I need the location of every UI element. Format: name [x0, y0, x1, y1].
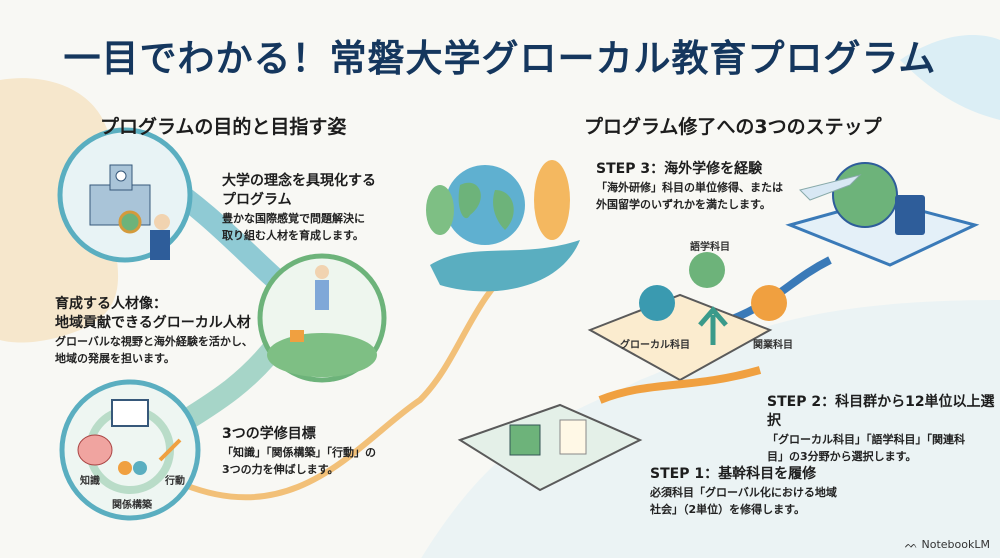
notebooklm-brand: ᨓ NotebookLM: [905, 538, 990, 552]
label-action: 行動: [165, 476, 185, 487]
step1-desc: 必須科目「グローバル化における地域: [650, 486, 837, 499]
label-language-subjects: 語学科目: [690, 242, 730, 253]
label-related-subjects: 関業科目: [753, 340, 793, 351]
label-glocal-subjects: グローカル科目: [620, 340, 690, 351]
talent-block: 育成する人材像： 地域貢献できるグローカル人材 グローバルな視野と海外経験を活か…: [55, 295, 253, 367]
step2-platform: [587, 252, 787, 382]
step3-platform: [785, 162, 980, 267]
purpose-block: 大学の理念を具現化する プログラム 豊かな国際感覚で問題解決に 取り組む人材を育…: [222, 172, 376, 244]
right-heading: プログラム修了への3つのステップ: [584, 116, 882, 138]
purpose-title-2: プログラム: [222, 192, 292, 208]
purpose-desc-2: 取り組む人材を育成します。: [222, 229, 364, 242]
step1-title: STEP 1：基幹科目を履修: [650, 466, 817, 482]
step1-platform: [457, 403, 643, 492]
page-title: 一目でわかる！常磐大学グローカル教育プログラム: [63, 37, 937, 80]
learning-goals-circle: [59, 379, 201, 521]
label-relationship: 関係構築: [112, 500, 152, 511]
step1-block: STEP 1：基幹科目を履修 必須科目「グローバル化における地域 社会」（2単位…: [650, 465, 837, 518]
purpose-title: 大学の理念を具現化する: [222, 173, 376, 189]
step3-desc: 「海外研修」科目の単位修得、または: [596, 181, 783, 194]
left-heading: プログラムの目的と目指す姿: [100, 116, 347, 138]
purpose-desc: 豊かな国際感覚で問題解決に: [222, 212, 365, 225]
goals-block: 3つの学修目標 「知識」「関係構築」「行動」の 3つの力を伸ばします。: [222, 425, 376, 478]
step2-desc: 「グローカル科目」「語学科目」「関連科: [767, 433, 965, 446]
walking-person-circle: [257, 253, 387, 383]
step3-title: STEP 3：海外学修を経験: [596, 161, 763, 177]
notebooklm-logo-icon: ᨓ: [904, 538, 922, 551]
step3-desc-2: 外国留学のいずれかを満たします。: [596, 198, 771, 211]
university-circle: [57, 127, 193, 263]
step2-title: STEP 2：科目群から12単位以上選択: [767, 394, 995, 429]
step2-block: STEP 2：科目群から12単位以上選択 「グローカル科目」「語学科目」「関連科…: [767, 393, 1000, 465]
talent-desc-2: 地域の発展を担います。: [55, 352, 175, 365]
goals-desc-2: 3つの力を伸ばします。: [222, 463, 339, 476]
step3-block: STEP 3：海外学修を経験 「海外研修」科目の単位修得、または 外国留学のいず…: [596, 160, 783, 213]
brand-label: NotebookLM: [921, 538, 990, 551]
globe-illustration: [426, 160, 580, 292]
step1-desc-2: 社会」（2単位）を修得します。: [650, 503, 806, 516]
goals-title: 3つの学修目標: [222, 426, 316, 442]
goals-desc: 「知識」「関係構築」「行動」の: [222, 446, 376, 459]
talent-desc: グローバルな視野と海外経験を活かし、: [55, 335, 253, 348]
talent-title-2: 地域貢献できるグローカル人材: [55, 315, 251, 331]
label-knowledge: 知識: [80, 476, 100, 487]
step2-desc-2: 目」の3分野から選択します。: [767, 450, 917, 463]
talent-title: 育成する人材像：: [55, 296, 167, 312]
